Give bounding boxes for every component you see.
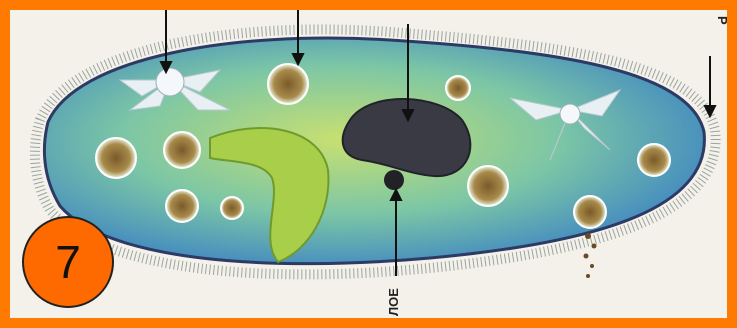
label-right: Р <box>715 16 730 25</box>
figure-number-badge: 7 <box>22 216 114 308</box>
badge-number: 7 <box>55 235 81 289</box>
label-bottom: ЛОЕ <box>386 288 401 316</box>
micronucleus <box>384 170 404 190</box>
paramecium-illustration <box>10 10 727 318</box>
